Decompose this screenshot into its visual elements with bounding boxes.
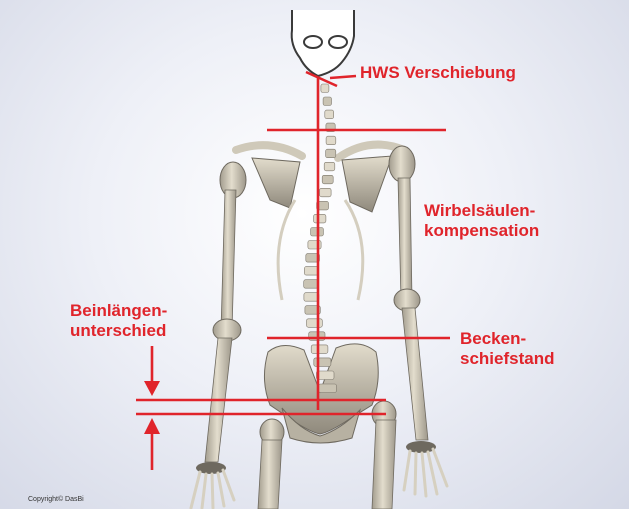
label-hws-text: HWS Verschiebung — [360, 63, 516, 83]
label-becken-line1: Becken- — [460, 329, 554, 349]
label-hws-verschiebung: HWS Verschiebung — [360, 63, 516, 83]
label-bein-line2: unterschied — [70, 321, 167, 341]
label-bein-line1: Beinlängen- — [70, 301, 167, 321]
leg-arrow-down-head — [144, 381, 160, 396]
label-wirbel-line1: Wirbelsäulen- — [424, 201, 539, 221]
label-beinlaengenunterschied: Beinlängen- unterschied — [70, 301, 167, 341]
label-beckenschiefstand: Becken- schiefstand — [460, 329, 554, 369]
label-becken-line2: schiefstand — [460, 349, 554, 369]
label-wirbelsaeulenkompensation: Wirbelsäulen- kompensation — [424, 201, 539, 241]
copyright-notice: Copyright© DasBi — [28, 496, 84, 503]
leg-arrow-up-head — [144, 418, 160, 434]
hws-pointer-line — [330, 76, 356, 78]
label-wirbel-line2: kompensation — [424, 221, 539, 241]
